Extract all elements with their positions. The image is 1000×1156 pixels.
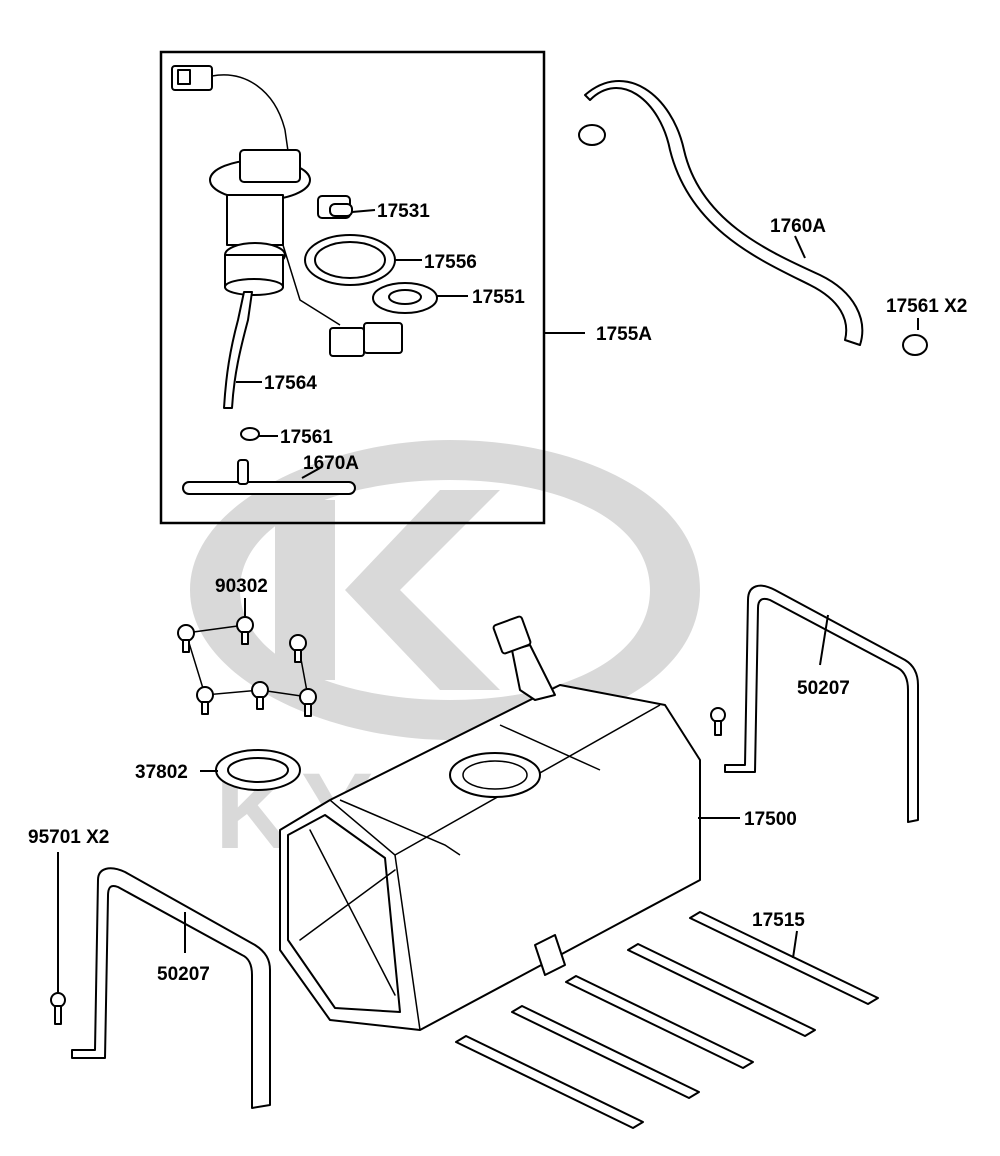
label-17500: 17500 — [744, 809, 797, 830]
bolt — [177, 624, 195, 653]
hose-17564 — [223, 291, 253, 409]
bolt — [299, 688, 317, 717]
label-17515: 17515 — [752, 910, 805, 931]
filter-tube-1670A — [182, 459, 356, 495]
label-50207-left: 50207 — [157, 964, 210, 985]
strap-50207-right — [724, 584, 919, 823]
strap-50207-left — [71, 867, 271, 1109]
pad-strips-17515 — [455, 911, 879, 1129]
bolt — [236, 616, 254, 645]
leader-lines — [57, 209, 919, 993]
gasket-17551 — [372, 282, 438, 314]
bolt — [196, 686, 214, 715]
bolt-right — [710, 707, 726, 736]
label-17531: 17531 — [377, 201, 430, 222]
label-1670A: 1670A — [303, 453, 359, 474]
clip-17561 — [240, 427, 260, 441]
bolt — [251, 681, 269, 710]
breather-hose-1760A — [578, 80, 928, 356]
label-17551: 17551 — [472, 287, 525, 308]
fitting-17531 — [317, 195, 353, 219]
pump-assembly-frame — [159, 50, 546, 525]
bolt-95701 — [50, 992, 66, 1025]
label-37802: 37802 — [135, 762, 188, 783]
bolt — [289, 634, 307, 663]
gasket-37802 — [215, 749, 301, 791]
label-17556: 17556 — [424, 252, 477, 273]
label-17561-x2: 17561 X2 — [886, 296, 967, 317]
label-50207-right: 50207 — [797, 678, 850, 699]
pump-connector-wiring — [171, 65, 291, 166]
fuel-pump-body — [209, 149, 341, 326]
bolt-group-90302 — [177, 616, 317, 717]
label-17564: 17564 — [264, 373, 317, 394]
label-1760A: 1760A — [770, 216, 826, 237]
seal-ring-17556 — [304, 234, 396, 286]
label-17561: 17561 — [280, 427, 333, 448]
label-95701-x2: 95701 X2 — [28, 827, 109, 848]
fuel-tank-17500 — [279, 615, 701, 1031]
callout-labels: 17531 17556 17551 17564 17561 1670A 1755… — [28, 201, 967, 985]
label-1755A: 1755A — [596, 324, 652, 345]
sender-connectors — [329, 322, 403, 357]
label-90302: 90302 — [215, 576, 268, 597]
